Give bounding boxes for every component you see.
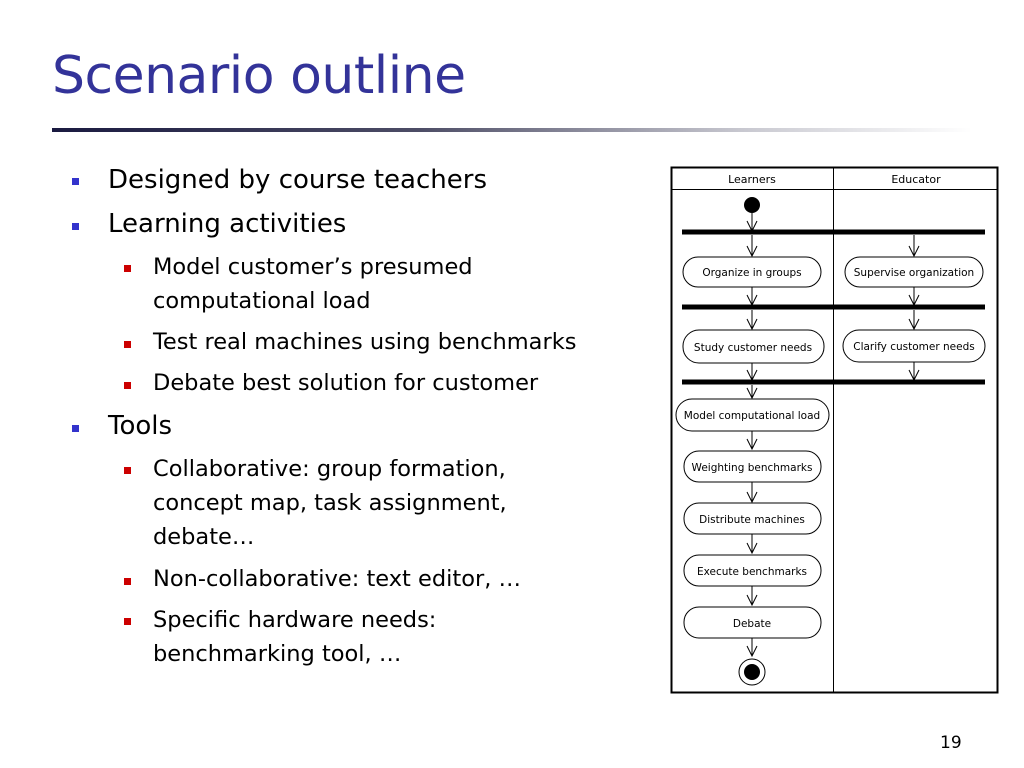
lane-educator: Educator	[891, 173, 941, 186]
bullet-marker	[72, 425, 79, 432]
activity-label: Organize in groups	[702, 267, 801, 279]
sub-bullet-marker	[124, 578, 131, 585]
activity-label: Weighting benchmarks	[692, 462, 813, 474]
bullet-marker	[72, 223, 79, 230]
sub-bullet-collaborative-line3: debate…	[153, 524, 255, 550]
activity-label: Supervise organization	[854, 267, 974, 279]
end-node-core	[744, 664, 760, 680]
page-number: 19	[940, 733, 962, 753]
sub-bullet-marker	[124, 341, 131, 348]
activity-label: Clarify customer needs	[853, 341, 974, 353]
title-underline	[52, 128, 972, 132]
sub-bullet-collaborative-line2: concept map, task assignment,	[153, 490, 507, 516]
activity-study-customer-needs	[682, 329, 825, 364]
sub-bullet-model-load-line2: computational load	[153, 288, 371, 314]
sub-bullet-marker	[124, 618, 131, 625]
activity-label: Model computational load	[684, 410, 820, 422]
sub-bullet-collaborative-line1: Collaborative: group formation,	[153, 456, 506, 482]
bullet-tools: Tools	[108, 411, 173, 441]
sub-bullet-test-machines: Test real machines using benchmarks	[153, 329, 577, 355]
bullet-designed-by: Designed by course teachers	[108, 165, 487, 195]
sub-bullet-marker	[124, 265, 131, 272]
activity-label: Study customer needs	[694, 342, 812, 354]
sub-bullet-hardware-line1: Specific hardware needs:	[153, 607, 437, 633]
slide-title: Scenario outline	[52, 46, 466, 106]
sub-bullet-debate-solution: Debate best solution for customer	[153, 370, 539, 396]
activity-label: Debate	[733, 618, 771, 630]
activity-label: Execute benchmarks	[697, 566, 807, 578]
lane-learners: Learners	[728, 173, 776, 186]
sub-bullet-marker	[124, 467, 131, 474]
bullet-marker	[72, 178, 79, 185]
sub-bullet-non-collaborative: Non-collaborative: text editor, …	[153, 566, 522, 592]
bullet-learning-activities: Learning activities	[108, 209, 347, 239]
sub-bullet-hardware-line2: benchmarking tool, …	[153, 641, 402, 667]
sub-bullet-marker	[124, 382, 131, 389]
activity-label: Distribute machines	[699, 514, 805, 526]
start-node	[744, 197, 760, 213]
sub-bullet-model-load-line1: Model customer’s presumed	[153, 254, 473, 280]
